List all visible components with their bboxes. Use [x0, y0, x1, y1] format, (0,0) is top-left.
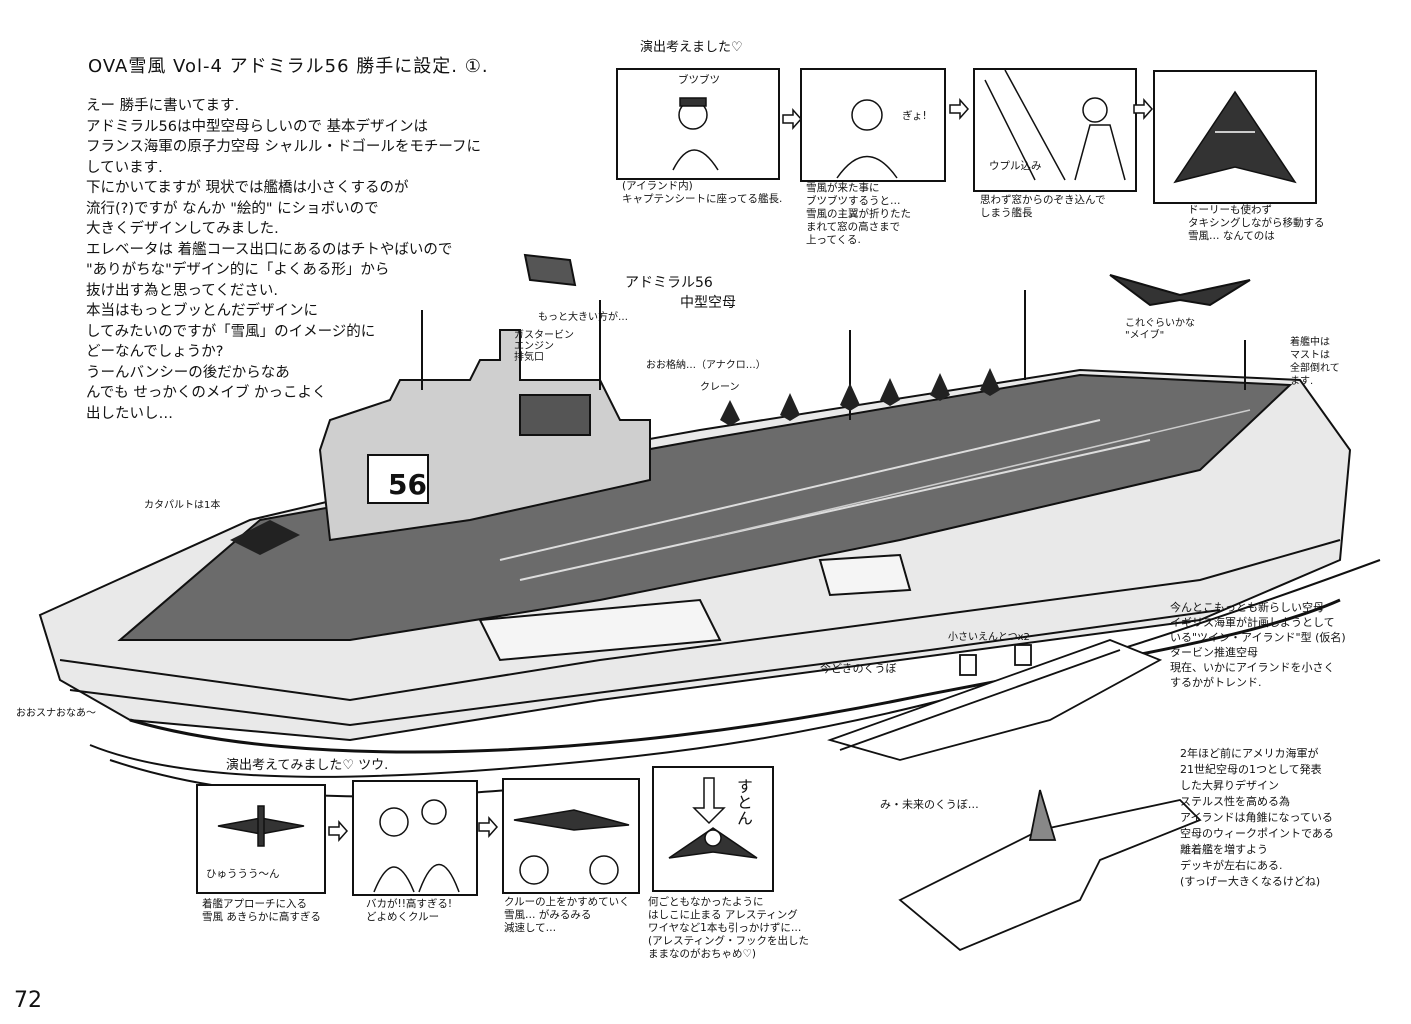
storyboard-top-header: 演出考えました♡: [640, 40, 743, 55]
modern-carrier-label: 今どきのくうぼ: [820, 662, 897, 675]
panel-caption: 思わず窓からのぞき込んで しまう艦長: [980, 194, 1106, 219]
panel-caption: ドーリーも使わず タキシングしながら移動する 雪風… なんてのは: [1188, 204, 1325, 242]
future-carrier-note: 2年ほど前にアメリカ海軍が 21世紀空母の1つとして発表 した大昇りデザイン ス…: [1180, 747, 1334, 888]
arrow-right-icon: [781, 108, 803, 130]
panel-caption: 雪風が来た事に ブツブツするうと… 雪風の主翼が折りたた まれて窓の高さまで 上…: [806, 182, 911, 246]
storyboard-panel-b1: ひゅううう～ん: [196, 784, 326, 894]
bow-note: おおスナおなあ～: [16, 708, 96, 719]
arrow-right-icon: [948, 98, 970, 120]
crane-note: おお格納…（アナクロ…）: [646, 360, 766, 371]
note-line: アドミラル56は中型空母らしいので 基本デザインは: [86, 118, 429, 135]
note-line: 下にかいてますが 現状では艦橋は小さくするのが: [86, 180, 409, 196]
note-line: フランス海軍の原子力空母 シャルル・ドゴールをモチーフに: [86, 139, 481, 155]
note-line: 本当はもっとブッとんだデザインに: [86, 303, 318, 319]
storyboard-panel-4: [1153, 70, 1317, 204]
sfx-text: すとん: [734, 778, 753, 826]
arrow-right-icon: [327, 820, 349, 842]
page-title: OVA雪風 Vol-4 アドミラル56 勝手に設定. ①.: [88, 56, 489, 77]
future-carrier-label: み・未来のくうぼ…: [880, 798, 979, 811]
storyboard-panel-2: ぎょ!: [800, 68, 946, 182]
panel-caption: クルーの上をかすめていく 雪風… がみるみる 減速して…: [504, 896, 630, 934]
arrow-right-icon: [1132, 98, 1154, 120]
note-line: えー 勝手に書いてます.: [86, 98, 240, 114]
sfx-text: ぎょ!: [902, 110, 927, 122]
catapult-note: カタパルトは1本: [144, 500, 221, 511]
panel-caption: バカが!!高すぎる! どよめくクルー: [366, 898, 453, 923]
storyboard-bottom-header: 演出考えてみました♡ ツウ.: [226, 758, 389, 773]
sfx-text: ひゅううう～ん: [206, 868, 280, 880]
mast-note: 着艦中は マストは 全部倒れて ます.: [1290, 337, 1340, 387]
sfx-text: ウプル込み: [989, 160, 1042, 172]
arrow-right-icon: [477, 816, 499, 838]
note-line: エレベータは 着艦コース出口にあるのはチトやばいので: [86, 241, 453, 258]
modern-carrier-note: 今んとこもっとも新らしい空母 イギリス海軍が計画しようとして いる"ツイン・アイ…: [1170, 601, 1346, 689]
ship-class-label: 中型空母: [680, 295, 736, 311]
sfx-text: ブツブツ: [678, 74, 720, 86]
note-line: 大きくデザインしてみました.: [86, 221, 279, 237]
panel-caption: 何ごともなかったように はしこに止まる アレスティング ワイヤなど1本も引っかけ…: [648, 896, 809, 960]
storyboard-panel-b3: [502, 778, 640, 894]
funnel-label: 小さいえんとつx2: [948, 632, 1030, 643]
design-notes: えー 勝手に書いてます. アドミラル56は中型空母らしいので 基本デザインは フ…: [86, 96, 481, 424]
storyboard-panel-b4: すとん: [652, 766, 774, 892]
note-line: どーなんでしょうか?: [86, 344, 224, 360]
note-line: 流行(?)ですが なんか "絵的" にショボいので: [86, 200, 379, 217]
storyboard-panel-1: ブツブツ: [616, 68, 780, 180]
ship-name-label: アドミラル56: [625, 275, 713, 291]
note-line: してみたいのですが「雪風」のイメージ的に: [86, 323, 376, 340]
storyboard-panel-3: ウプル込み: [973, 68, 1137, 192]
mave-note: これぐらいかな "メイブ": [1125, 318, 1195, 341]
page-number: 72: [14, 988, 42, 1013]
crane-label: クレーン: [700, 382, 740, 393]
radar-note: もっと大きい方が…: [538, 312, 628, 323]
gas-turbine-note: ガスタービン エンジン 排気口: [514, 330, 574, 363]
note-line: うーんバンシーの後だからなあ: [86, 364, 290, 381]
panel-caption: (アイランド内) キャプテンシートに座ってる艦長.: [622, 180, 783, 205]
note-line: "ありがちな"デザイン的に「よくある形」から: [86, 262, 390, 278]
storyboard-panel-b2: [352, 780, 478, 896]
hull-number: 56: [388, 468, 427, 501]
note-line: 抜け出す為と思ってください.: [86, 282, 278, 299]
note-line: んでも せっかくのメイブ かっこよく: [86, 385, 327, 401]
note-line: 出したいし…: [86, 405, 173, 422]
note-line: しています.: [86, 159, 163, 176]
panel-caption: 着艦アプローチに入る 雪風 あきらかに高すぎる: [202, 898, 321, 923]
